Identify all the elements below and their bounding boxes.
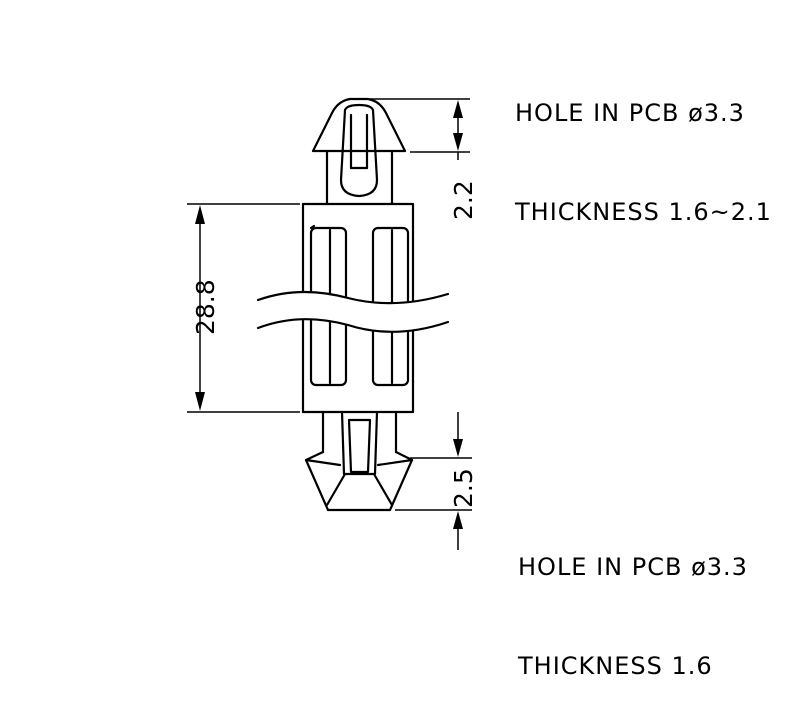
dim-body-length: 28.8 xyxy=(187,203,300,413)
top-latch-label: 2.2 xyxy=(449,180,478,220)
top-latch xyxy=(311,97,407,206)
bottom-thickness-label: THICKNESS 1.6 xyxy=(518,652,713,680)
dim-top-latch: 2.2 xyxy=(368,98,478,220)
top-pcb-note: HOLE IN PCB ø3.3 THICKNESS 1.6~2.1 xyxy=(515,31,772,262)
top-hole-label: HOLE IN PCB ø3.3 xyxy=(515,99,745,127)
bottom-hole-label: HOLE IN PCB ø3.3 xyxy=(518,553,748,581)
pcb-support-drawing: 28.8 2.2 2.5 xyxy=(187,97,478,550)
bottom-latch-label: 2.5 xyxy=(449,468,478,508)
top-thickness-label: THICKNESS 1.6~2.1 xyxy=(515,198,772,226)
body-length-label: 28.8 xyxy=(191,279,220,335)
bottom-latch xyxy=(304,410,414,512)
dim-bottom-latch: 2.5 xyxy=(395,412,478,550)
break-marks xyxy=(256,290,450,333)
